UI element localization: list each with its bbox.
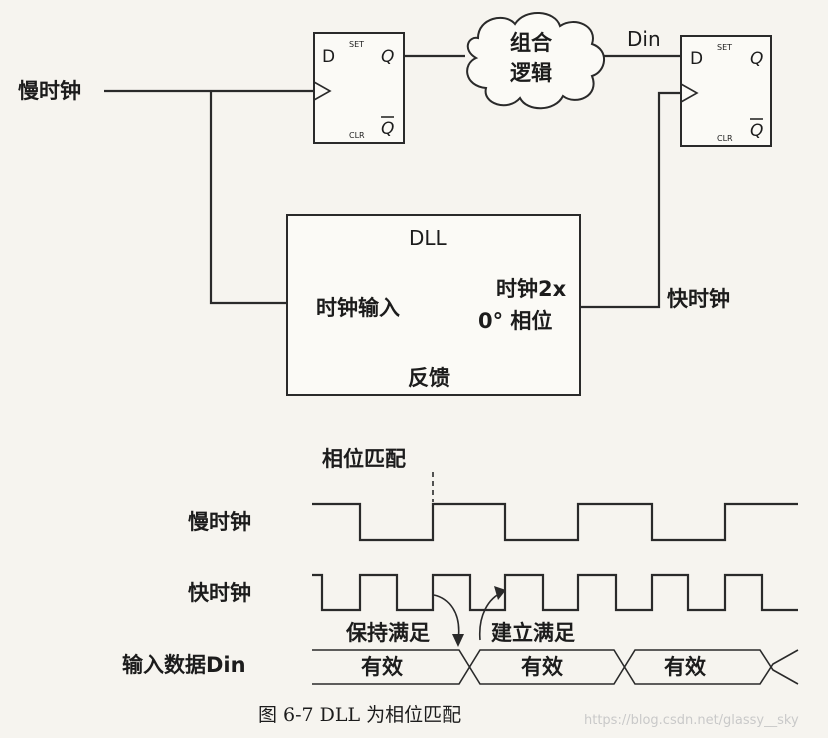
flipflop-1-body	[313, 32, 405, 144]
flipflop-1-q: Q	[381, 47, 394, 67]
fast-clock-wire	[580, 91, 681, 309]
hold-arrow-head	[452, 634, 464, 647]
input-data-label: 输入数据Din	[122, 653, 246, 677]
flipflop-2: D SET Q Q CLR	[680, 35, 772, 147]
watermark: https://blog.csdn.net/glassy__sky	[584, 713, 799, 728]
flipflop-1-set: SET	[349, 40, 364, 49]
din-bus-lower	[312, 649, 799, 685]
dll-block: DLL 时钟输入 时钟2x 0° 相位 反馈	[286, 214, 581, 396]
flipflop-1-clock-arrow	[313, 81, 332, 101]
setup-satisfied-label: 建立满足	[491, 621, 575, 645]
dll-body	[286, 214, 581, 396]
flipflop-2-body	[680, 35, 772, 147]
dll-phase-label: 0° 相位	[478, 309, 552, 333]
dll-clock-input-label: 时钟输入	[316, 296, 400, 320]
din-label: Din	[627, 27, 661, 51]
phase-match-label: 相位匹配	[322, 447, 406, 471]
dll-clock-2x-label: 时钟2x	[496, 277, 567, 301]
timing-fast-clock-label: 快时钟	[188, 581, 251, 605]
flipflop-2-d: D	[690, 49, 703, 69]
flipflop-1-d: D	[322, 47, 335, 67]
setup-arrow-head	[494, 586, 506, 600]
cloud-label-line2: 逻辑	[510, 61, 552, 85]
flipflop-2-clr: CLR	[717, 134, 733, 143]
cloud-label-line1: 组合	[510, 31, 553, 55]
flipflop-2-clock-arrow	[680, 83, 699, 103]
fast-clock-waveform	[312, 573, 798, 612]
flipflop-2-set: SET	[717, 43, 732, 52]
figure-caption: 图 6-7 DLL 为相位匹配	[258, 704, 461, 726]
valid-label-1: 有效	[361, 655, 403, 679]
slow-clock-waveform	[312, 502, 798, 542]
valid-label-3: 有效	[664, 655, 706, 679]
slow-clock-label: 慢时钟	[18, 79, 81, 103]
timing-slow-clock-label: 慢时钟	[188, 510, 251, 534]
hold-satisfied-label: 保持满足	[345, 621, 430, 645]
combinational-logic-cloud: 组合 逻辑	[466, 11, 605, 110]
flipflop-1: D SET Q Q CLR	[313, 32, 405, 144]
hold-arrow	[433, 594, 460, 641]
valid-label-2: 有效	[521, 655, 563, 679]
dll-feedback-label: 反馈	[408, 366, 450, 390]
din-bus-waveform	[312, 649, 799, 685]
cloud-outline	[466, 11, 605, 110]
fast-clock-label: 快时钟	[667, 287, 730, 311]
flipflop-2-qbar: Q	[750, 121, 763, 141]
slow-clock-branch-wire	[209, 91, 287, 305]
flipflop-2-q: Q	[750, 49, 763, 69]
dll-title: DLL	[409, 226, 448, 250]
flipflop-1-qbar: Q	[381, 119, 394, 139]
flipflop-1-clr: CLR	[349, 131, 365, 140]
